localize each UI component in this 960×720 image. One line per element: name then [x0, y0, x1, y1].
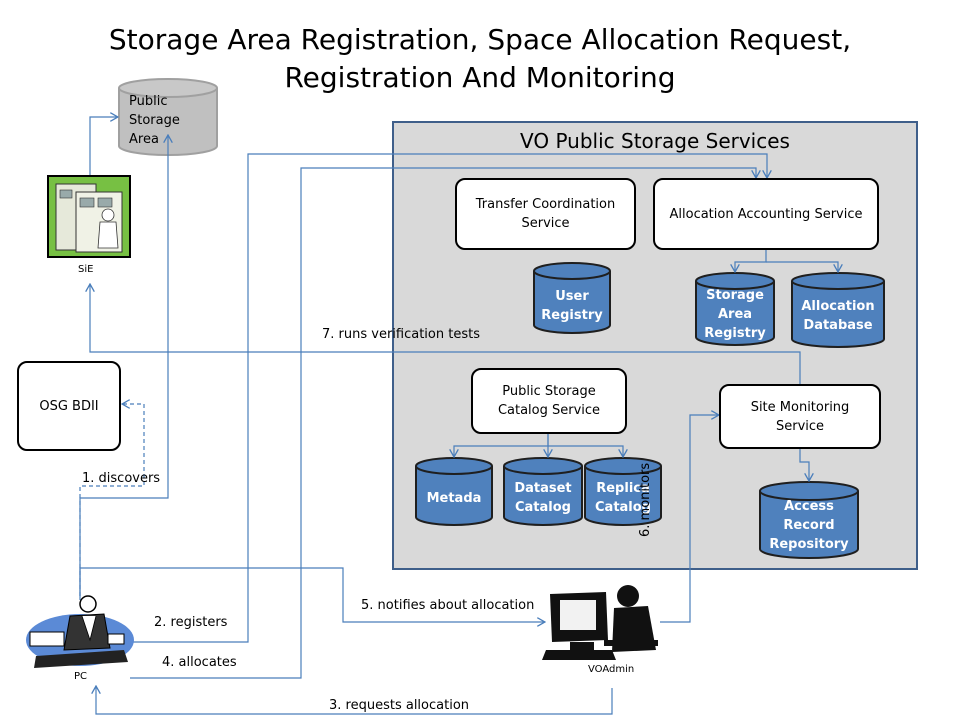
public-storage-area-label: Public Storage Area	[129, 92, 180, 149]
step-notifies-label: 5. notifies about allocation	[361, 598, 535, 613]
sie-to-storage-arrow	[89, 117, 118, 176]
step-requests-allocation-label: 3. requests allocation	[329, 698, 470, 713]
allocates-arrow	[130, 167, 756, 679]
storage-area-registry-db	[695, 272, 775, 346]
public-storage-area-db	[118, 78, 218, 156]
dataset-catalog-label: Dataset Catalog	[504, 474, 582, 522]
replica-catalog-line-1: Replica	[596, 481, 650, 496]
catalog-service-line-1: Public Storage	[502, 384, 596, 399]
dataset-catalog-line-1: Dataset	[514, 481, 572, 496]
storage-area-registry-line-2: Area	[717, 306, 753, 322]
dataset-catalog-line-2: Catalog	[514, 500, 571, 515]
step-registers-label: 2. registers	[154, 615, 228, 630]
catalog-to-metadata	[454, 434, 549, 457]
user-registry-label: User Registry	[534, 280, 610, 332]
notifies-arrow	[79, 567, 545, 622]
voadmin-computer-icon	[542, 585, 658, 660]
storage-area-registry-line-3: Registry	[704, 325, 766, 341]
step-discovers-label: 1. discovers	[82, 471, 161, 486]
public-storage-catalog-service-box: Public Storage Catalog Service	[471, 368, 627, 434]
metadata-db	[415, 457, 493, 526]
site-monitoring-line-2: Service	[775, 418, 825, 434]
voadmin-label: VOAdmin	[588, 664, 635, 675]
access-record-line-1: Access	[784, 498, 834, 514]
step-runs-tests-label: 7. runs verification tests	[322, 327, 480, 342]
accounting-to-allocation-db	[766, 261, 838, 272]
step-allocates-label: 4. allocates	[162, 655, 237, 670]
replica-catalog-label: Replica Catalog	[585, 474, 661, 522]
panel-title: VO Public Storage Services	[520, 129, 790, 153]
site-monitoring-line-1: Site Monitoring	[750, 399, 850, 415]
dataset-catalog-db	[503, 457, 583, 526]
sie-server-icon	[47, 175, 131, 258]
catalog-service-line-2: Catalog Service	[497, 403, 601, 418]
site-monitoring-service-box: Site Monitoring Service	[719, 384, 881, 449]
monitors-arrow	[660, 415, 719, 623]
user-registry-db	[533, 262, 611, 334]
metadata-label: Metada	[416, 474, 492, 522]
requests-allocation-arrow	[96, 686, 613, 715]
allocation-database-line-2: Database	[803, 318, 873, 333]
user-registry-line-2: Registry	[541, 308, 603, 323]
allocation-database-label: Allocation Database	[792, 290, 884, 342]
allocation-accounting-label: Allocation Accounting Service	[669, 206, 863, 222]
sie-label: SiE	[78, 264, 94, 275]
transfer-coordination-line-2: Service	[521, 216, 570, 231]
replica-catalog-db	[584, 457, 662, 526]
page-title-line-1: Storage Area Registration, Space Allocat…	[108, 23, 852, 56]
transfer-coordination-line-1: Transfer Coordination	[475, 197, 616, 212]
page-title-line-2: Registration And Monitoring	[284, 61, 676, 94]
allocation-accounting-service-box: Allocation Accounting Service	[653, 178, 879, 250]
pc-label: PC	[74, 671, 88, 682]
storage-area-registry-label: Storage Area Registry	[696, 285, 774, 343]
public-storage-area-line-3: Area	[129, 132, 159, 147]
osg-bdii-label: OSG BDII	[39, 398, 99, 414]
public-storage-area-line-2: Storage	[129, 113, 180, 128]
access-record-line-2: Record	[783, 517, 835, 533]
allocation-database-db	[791, 272, 885, 348]
access-record-line-3: Repository	[769, 536, 849, 552]
monitoring-to-access-record	[799, 449, 809, 481]
discovers-arrow	[79, 404, 145, 596]
verification-tests-arrow	[90, 284, 801, 384]
pc-person-icon	[26, 595, 134, 668]
accounting-to-storage-registry	[735, 250, 767, 272]
allocation-database-line-1: Allocation	[801, 299, 875, 314]
access-record-repository-label: Access Record Repository	[760, 496, 858, 554]
user-registry-line-1: User	[555, 289, 589, 304]
osg-bdii-box: OSG BDII	[17, 361, 121, 451]
storage-area-registry-line-1: Storage	[706, 287, 764, 303]
catalog-to-replica	[548, 445, 623, 457]
access-record-repository-db	[759, 481, 859, 559]
replica-catalog-line-2: Catalog	[595, 500, 651, 515]
transfer-coordination-service-box: Transfer Coordination Service	[455, 178, 636, 250]
metadata-line-1: Metada	[426, 490, 482, 506]
registers-arrow	[130, 153, 767, 643]
step-monitors-label: 6. monitors	[638, 462, 653, 537]
public-storage-area-line-1: Public	[129, 94, 168, 109]
